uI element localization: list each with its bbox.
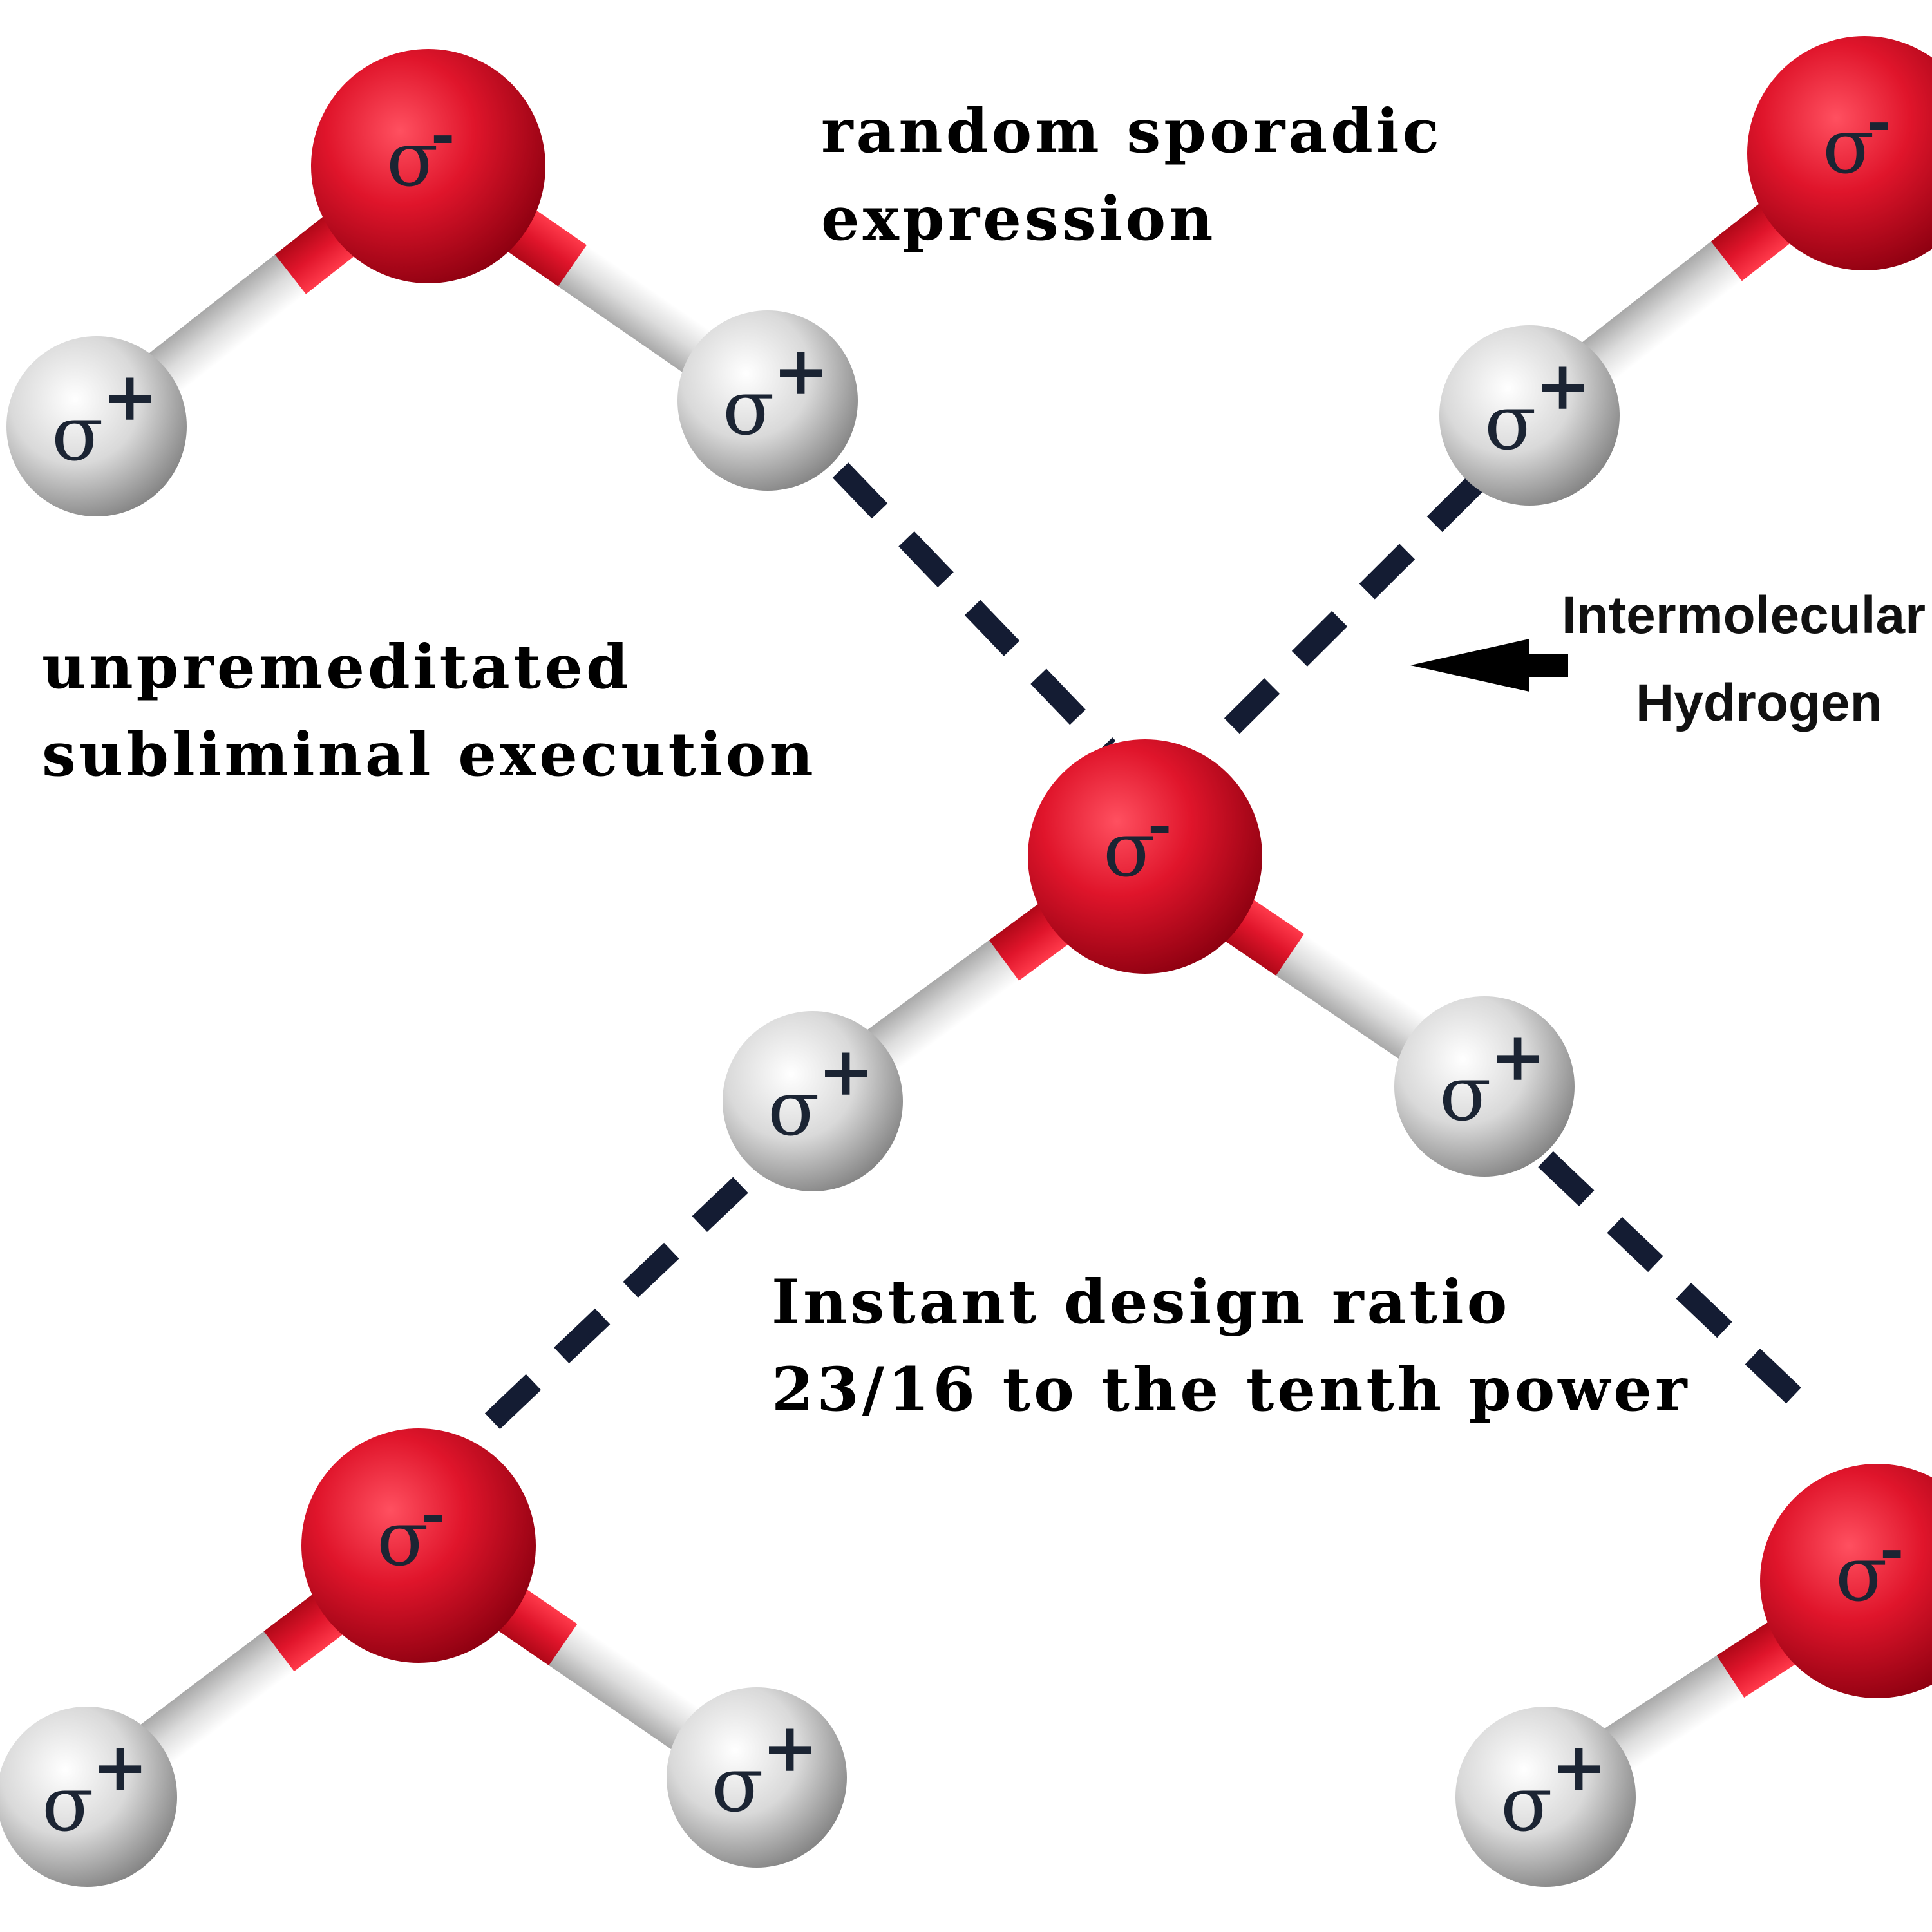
hydrogen-bond-2 [1200, 476, 1482, 759]
oxygen-charge-sign: - [1148, 791, 1171, 859]
hydrogen-bond-1 [832, 462, 1116, 756]
hydrogen-charge-label: σ [1484, 378, 1537, 467]
oxygen-atom: σ- [1760, 1464, 1932, 1698]
caption-middle: Instant design ratio 23/16 to the tenth … [772, 1258, 1690, 1434]
hydrogen-charge-sign: + [92, 1727, 148, 1806]
hydrogen-charge-sign: + [762, 1708, 818, 1787]
atom-layer: σ+σ+σ-σ+σ-σ+σ+σ-σ+σ+σ-σ+σ- [0, 36, 1932, 1887]
hydrogen-bond-4 [1538, 1151, 1827, 1428]
oxygen-charge-label: σ [386, 115, 439, 204]
caption-top: random sporadic expression [821, 88, 1443, 263]
caption-middle-line-2: 23/16 to the tenth power [772, 1354, 1690, 1425]
oxygen-charge-sign: - [1867, 88, 1891, 156]
hydrogen-charge-label: σ [768, 1064, 820, 1153]
hydrogen-bond-3 [466, 1177, 748, 1448]
hydrogen-charge-sign: + [818, 1032, 874, 1111]
hydrogen-bond-label-line-2: Hydrogen [1636, 674, 1882, 732]
left-arrow-icon [1410, 639, 1568, 692]
hydrogen-atom: σ+ [667, 1687, 847, 1868]
oxygen-charge-label: σ [1835, 1530, 1888, 1618]
hydrogen-charge-label: σ [1439, 1049, 1492, 1138]
hydrogen-atom: σ+ [1394, 996, 1575, 1177]
hydrogen-atom: σ+ [0, 1707, 177, 1887]
oxygen-charge-label: σ [1103, 805, 1155, 894]
caption-top-line-2: expression [821, 184, 1217, 254]
caption-left-line-2: subliminal execution [42, 719, 817, 790]
oxygen-charge-label: σ [1823, 102, 1875, 191]
hydrogen-charge-label: σ [1501, 1759, 1553, 1848]
oxygen-charge-label: σ [377, 1494, 429, 1583]
hydrogen-charge-sign: + [102, 357, 158, 436]
hydrogen-charge-sign: + [1551, 1727, 1607, 1806]
oxygen-atom: σ- [311, 49, 545, 283]
oxygen-charge-sign: - [431, 100, 455, 169]
oxygen-atom: σ- [1028, 739, 1262, 974]
hydrogen-bond-label-line-1: Intermolecular [1562, 586, 1926, 645]
hydrogen-atom: σ+ [677, 310, 858, 491]
hydrogen-bond-label: Intermolecular Hydrogen [1562, 572, 1926, 747]
hydrogen-charge-label: σ [42, 1759, 94, 1848]
hydrogen-charge-sign: + [1535, 346, 1591, 425]
hydrogen-atom: σ+ [6, 336, 187, 516]
hydrogen-charge-label: σ [723, 363, 775, 452]
hydrogen-charge-sign: + [773, 331, 829, 410]
oxygen-atom: σ- [1747, 36, 1932, 270]
hydrogen-charge-sign: + [1490, 1017, 1546, 1096]
hydrogen-bond-layer [466, 462, 1827, 1448]
hydrogen-charge-label: σ [52, 389, 104, 478]
oxygen-charge-sign: - [421, 1480, 445, 1548]
oxygen-charge-sign: - [1880, 1515, 1904, 1584]
caption-left: unpremeditated subliminal execution [42, 623, 817, 799]
caption-left-line-1: unpremeditated [42, 632, 632, 703]
hydrogen-charge-label: σ [712, 1740, 764, 1829]
caption-top-line-1: random sporadic [821, 96, 1443, 167]
caption-middle-line-1: Instant design ratio [772, 1267, 1511, 1338]
hydrogen-atom: σ+ [1455, 1707, 1636, 1887]
hydrogen-atom: σ+ [723, 1011, 903, 1191]
oxygen-atom: σ- [301, 1428, 536, 1663]
hydrogen-atom: σ+ [1439, 325, 1620, 506]
